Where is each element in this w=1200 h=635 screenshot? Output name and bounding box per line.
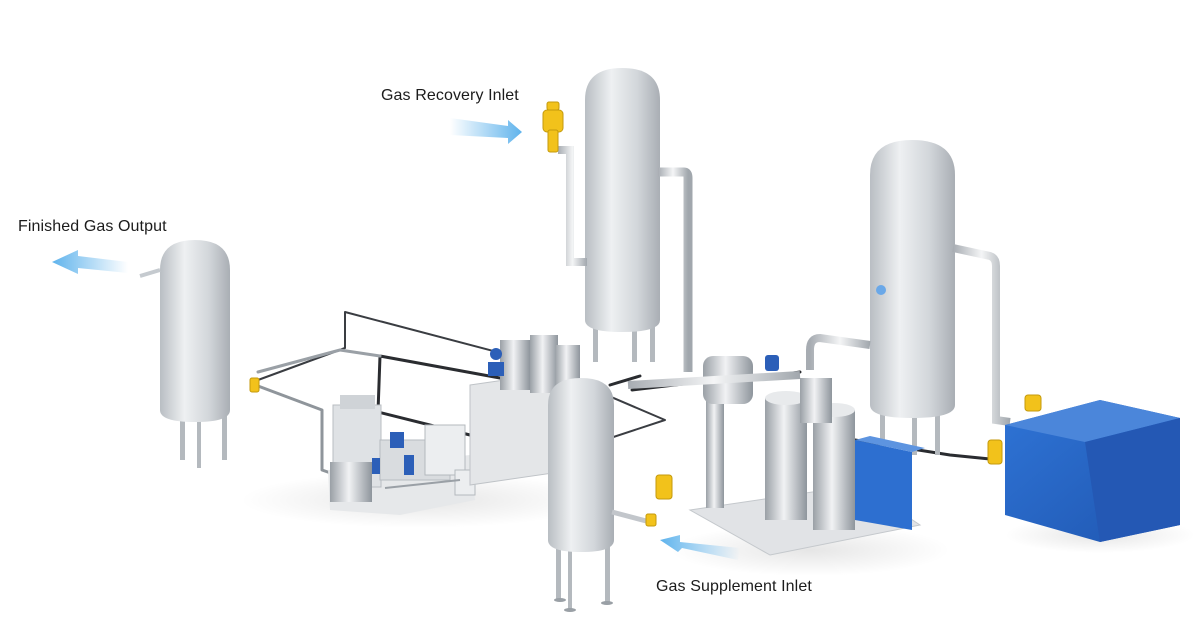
large-storage-tank [806,140,1011,455]
compressor-skid [328,395,476,515]
recovery-tank [558,68,693,372]
supplement-inlet-arrow [660,535,740,560]
purification-unit [469,335,580,486]
valve-icon [765,355,779,371]
gas-recovery-inlet-label: Gas Recovery Inlet [381,87,519,104]
valve-icon [542,101,564,153]
finished-output-arrow [52,250,128,274]
output-tank [139,240,230,468]
finished-gas-output-label: Finished Gas Output [18,218,167,235]
supplement-tank [548,378,651,612]
filter-skid [627,356,925,556]
blue-cabinet [1005,400,1180,542]
recovery-inlet-arrow [450,118,522,144]
gas-supplement-inlet-label: Gas Supplement Inlet [656,578,812,595]
valve-icon [249,377,1042,527]
